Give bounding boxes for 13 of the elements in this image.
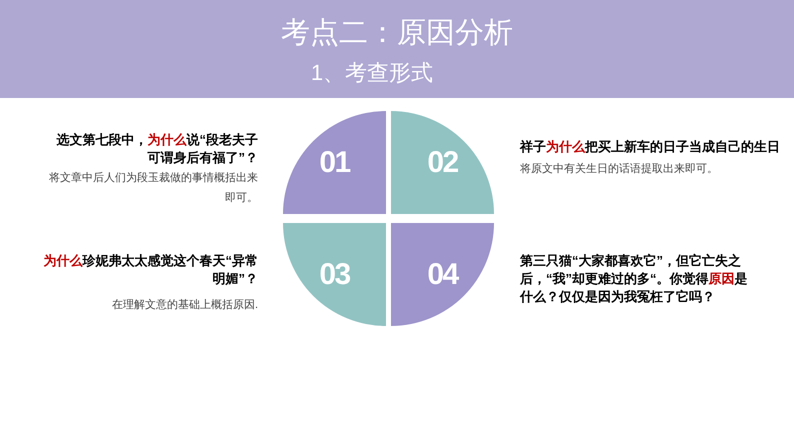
title: 考点二：原因分析: [280, 16, 514, 51]
subtitle: 1、考查形式: [310, 59, 434, 87]
hint-text: 将原文中有关生日的话语提取出来即可。: [520, 162, 719, 177]
segment-number: 01: [319, 145, 350, 181]
segment-number: 03: [319, 257, 350, 293]
hint-text: 将文章中后人们为段玉裁做的事情概括出来即可。: [48, 170, 258, 206]
segment-number: 02: [427, 145, 458, 181]
hint-text: 在理解文意的基础上概括原因.: [110, 298, 258, 313]
question-text: 第三只猫“大家都喜欢它”，但它亡失之后，“我”却更难过的多“。你觉得原因是什么？仅仅是因为我冤枉了它吗？: [520, 252, 748, 306]
segment-number: 04: [427, 257, 458, 293]
question-text: 为什么珍妮弗太太感觉这个春天“异常明媚”？: [42, 252, 258, 288]
question-text: 选文第七段中，为什么说“段老夫子可谓身后有福了”？: [56, 131, 258, 167]
question-text: 祥子为什么把买上新车的日子当成自己的生日: [520, 138, 781, 156]
